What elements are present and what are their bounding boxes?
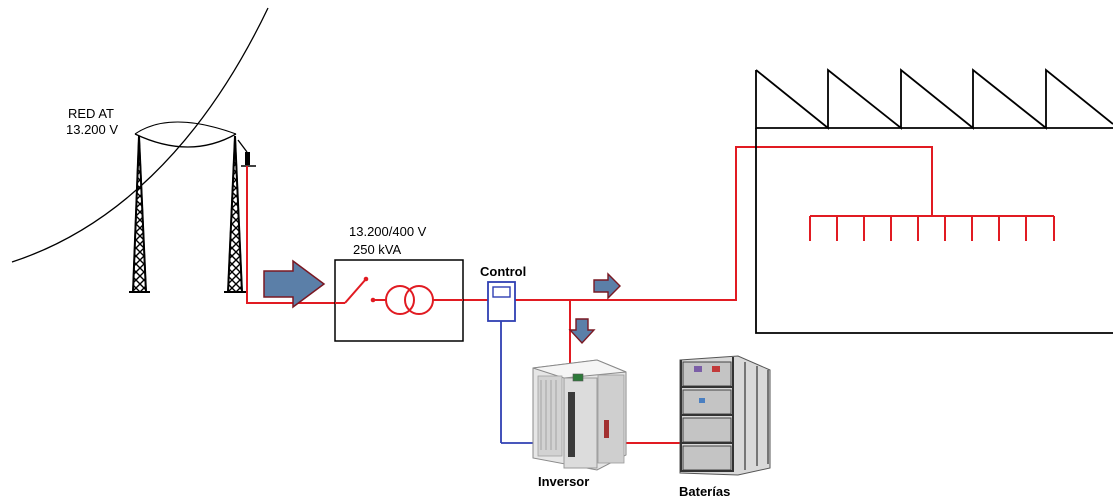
flow-arrow-icon [594,274,620,298]
transformer-ratio-label: 13.200/400 V [349,224,427,239]
batteries-label: Baterías [679,484,730,497]
transformer-power-label: 250 kVA [353,242,402,257]
control-meter-icon [488,282,540,443]
hv-line-span [135,134,236,147]
inverter-label: Inversor [538,474,589,489]
tower-1-icon [129,136,150,292]
transformer-station [335,260,463,341]
battery-rack-icon [680,356,770,475]
control-label: Control [480,264,526,279]
grid-voltage-label: 13.200 V [66,122,118,137]
factory-building-icon [756,70,1113,333]
flow-arrow-icon [264,261,324,307]
inverter-cabinet-icon [533,360,626,470]
flow-arrow-icon [570,319,594,343]
hv-line-upper [135,122,236,134]
grid-name-label: RED AT [68,106,114,121]
tower-2-icon [224,136,256,292]
